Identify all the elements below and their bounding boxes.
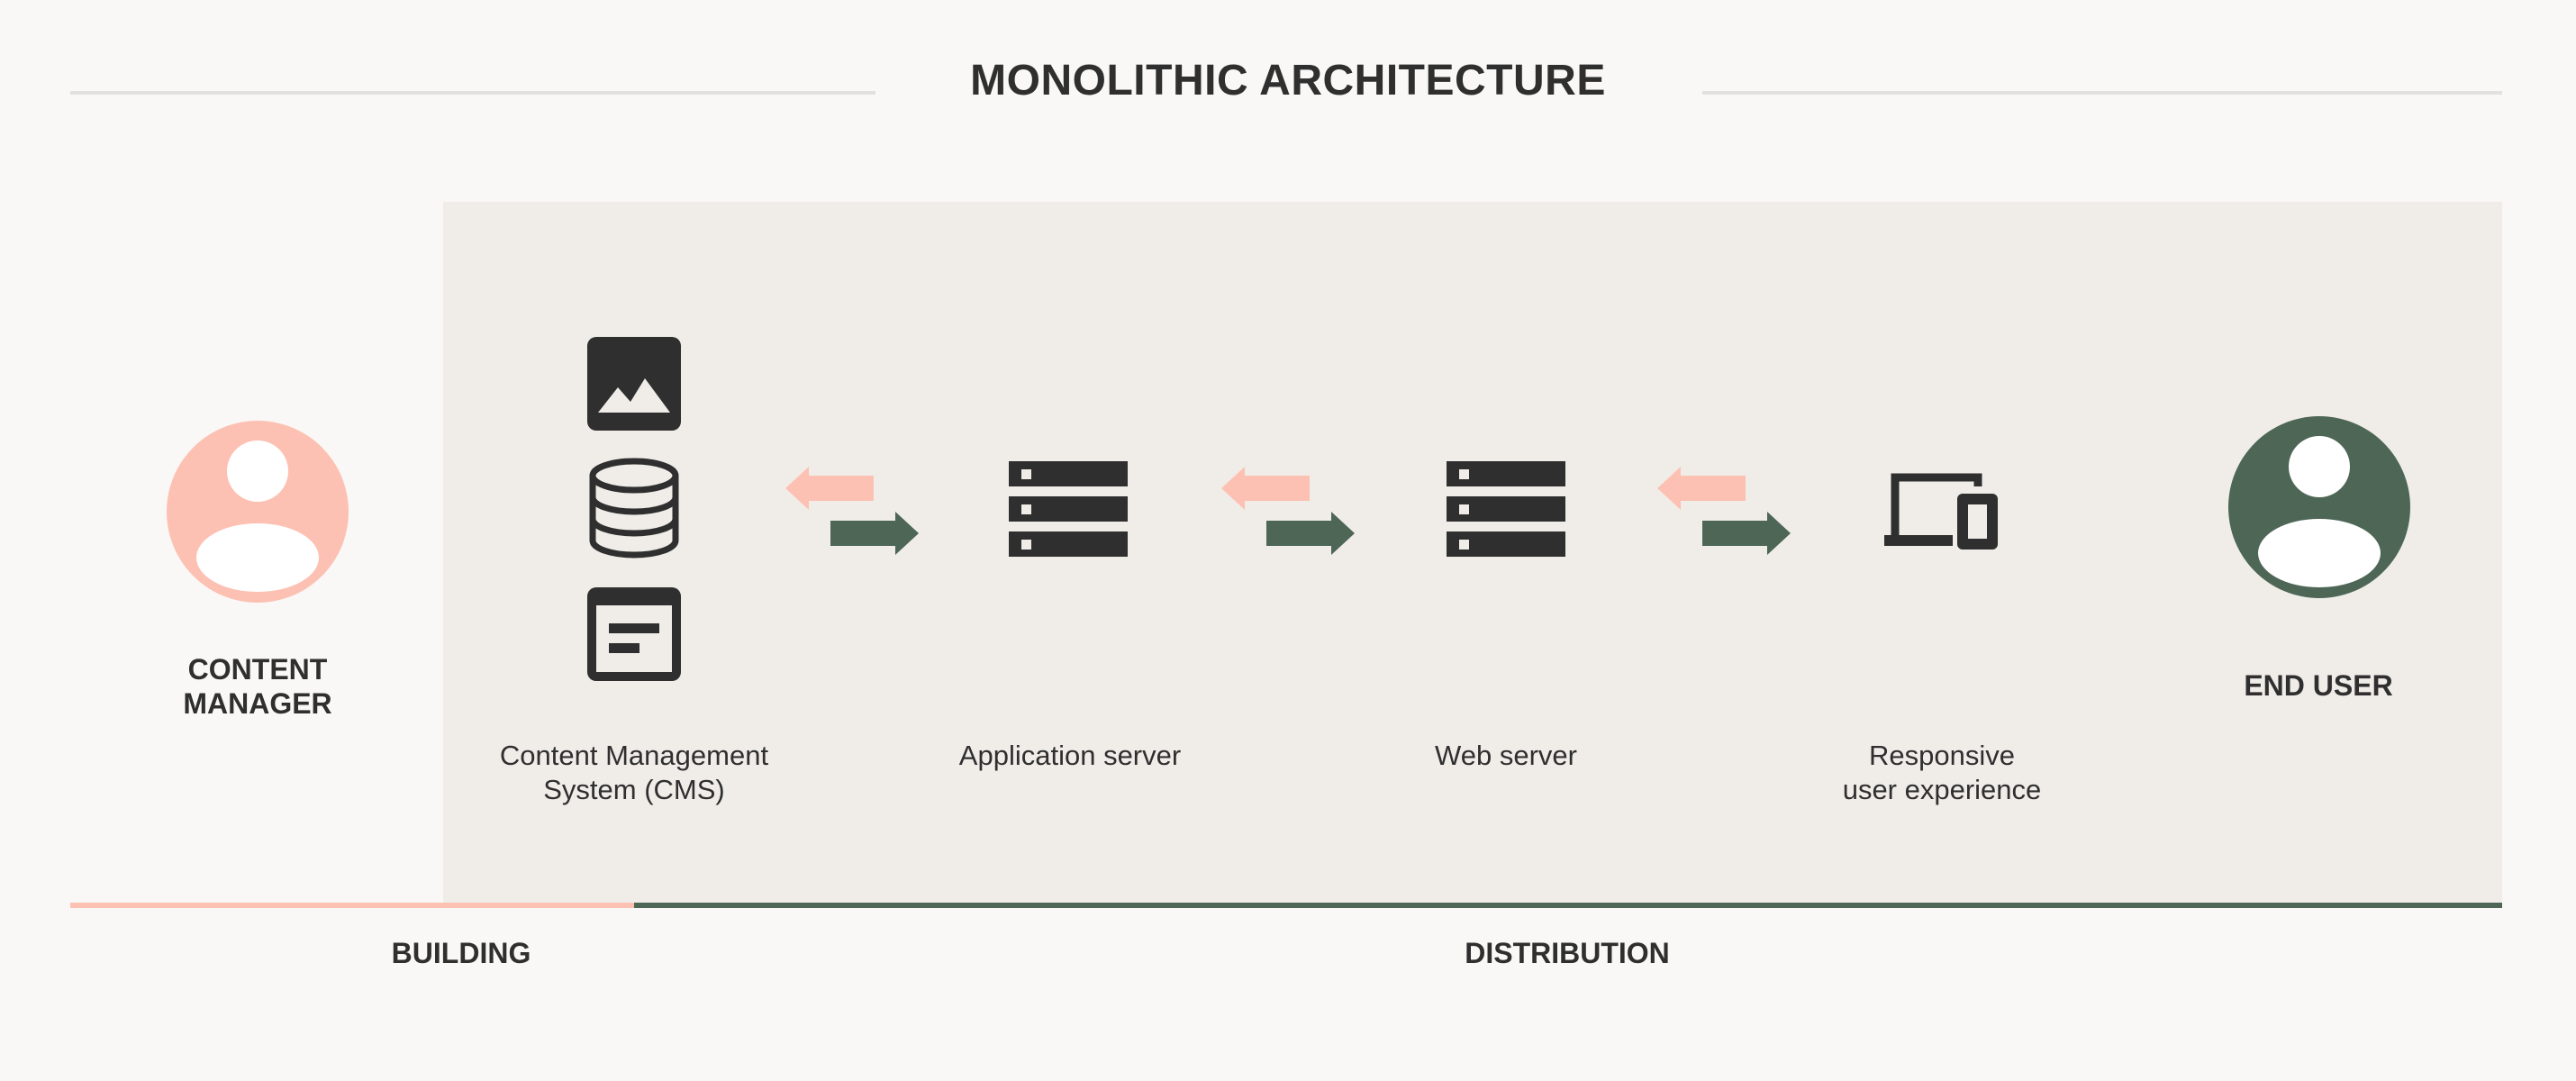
title-rule-right	[1702, 91, 2502, 95]
arrow-right-icon	[1702, 512, 1791, 555]
page-title: MONOLITHIC ARCHITECTURE	[970, 57, 1606, 104]
content-manager-avatar-icon	[167, 421, 349, 603]
image-icon	[587, 337, 681, 431]
responsive-devices-icon	[1884, 473, 1998, 550]
content-manager-label-line1: CONTENT	[187, 653, 328, 686]
database-icon	[589, 458, 679, 559]
responsive-ux-label-line1: Responsive	[1869, 740, 2015, 771]
title-rule-left	[70, 91, 875, 95]
end-user-label: END USER	[2244, 669, 2393, 702]
arrow-right-icon	[1266, 512, 1355, 555]
cms-label-line1: Content Management	[499, 740, 769, 771]
end-user-avatar-icon	[2228, 416, 2410, 598]
web-server-label: Web server	[1435, 740, 1577, 771]
building-phase-label: BUILDING	[391, 937, 531, 969]
content-manager-label-line2: MANAGER	[183, 687, 332, 720]
content-manager-label: CONTENT MANAGER	[122, 652, 393, 721]
application-server-icon	[1009, 461, 1128, 557]
arrow-left-icon	[1657, 467, 1746, 510]
building-phase-bar	[70, 903, 634, 908]
cms-label-line2: System (CMS)	[543, 774, 725, 805]
distribution-phase-bar	[634, 903, 2502, 908]
arrow-right-icon	[830, 512, 919, 555]
responsive-ux-label-line2: user experience	[1842, 774, 2042, 805]
distribution-phase-label: DISTRIBUTION	[1465, 937, 1670, 969]
document-icon	[587, 587, 681, 681]
application-server-label: Application server	[958, 740, 1182, 771]
arrow-left-icon	[1221, 467, 1310, 510]
arrow-left-icon	[785, 467, 874, 510]
cms-label: Content Management System (CMS)	[454, 739, 814, 807]
web-server-icon	[1447, 461, 1565, 557]
responsive-ux-label: Responsive user experience	[1798, 739, 2086, 807]
